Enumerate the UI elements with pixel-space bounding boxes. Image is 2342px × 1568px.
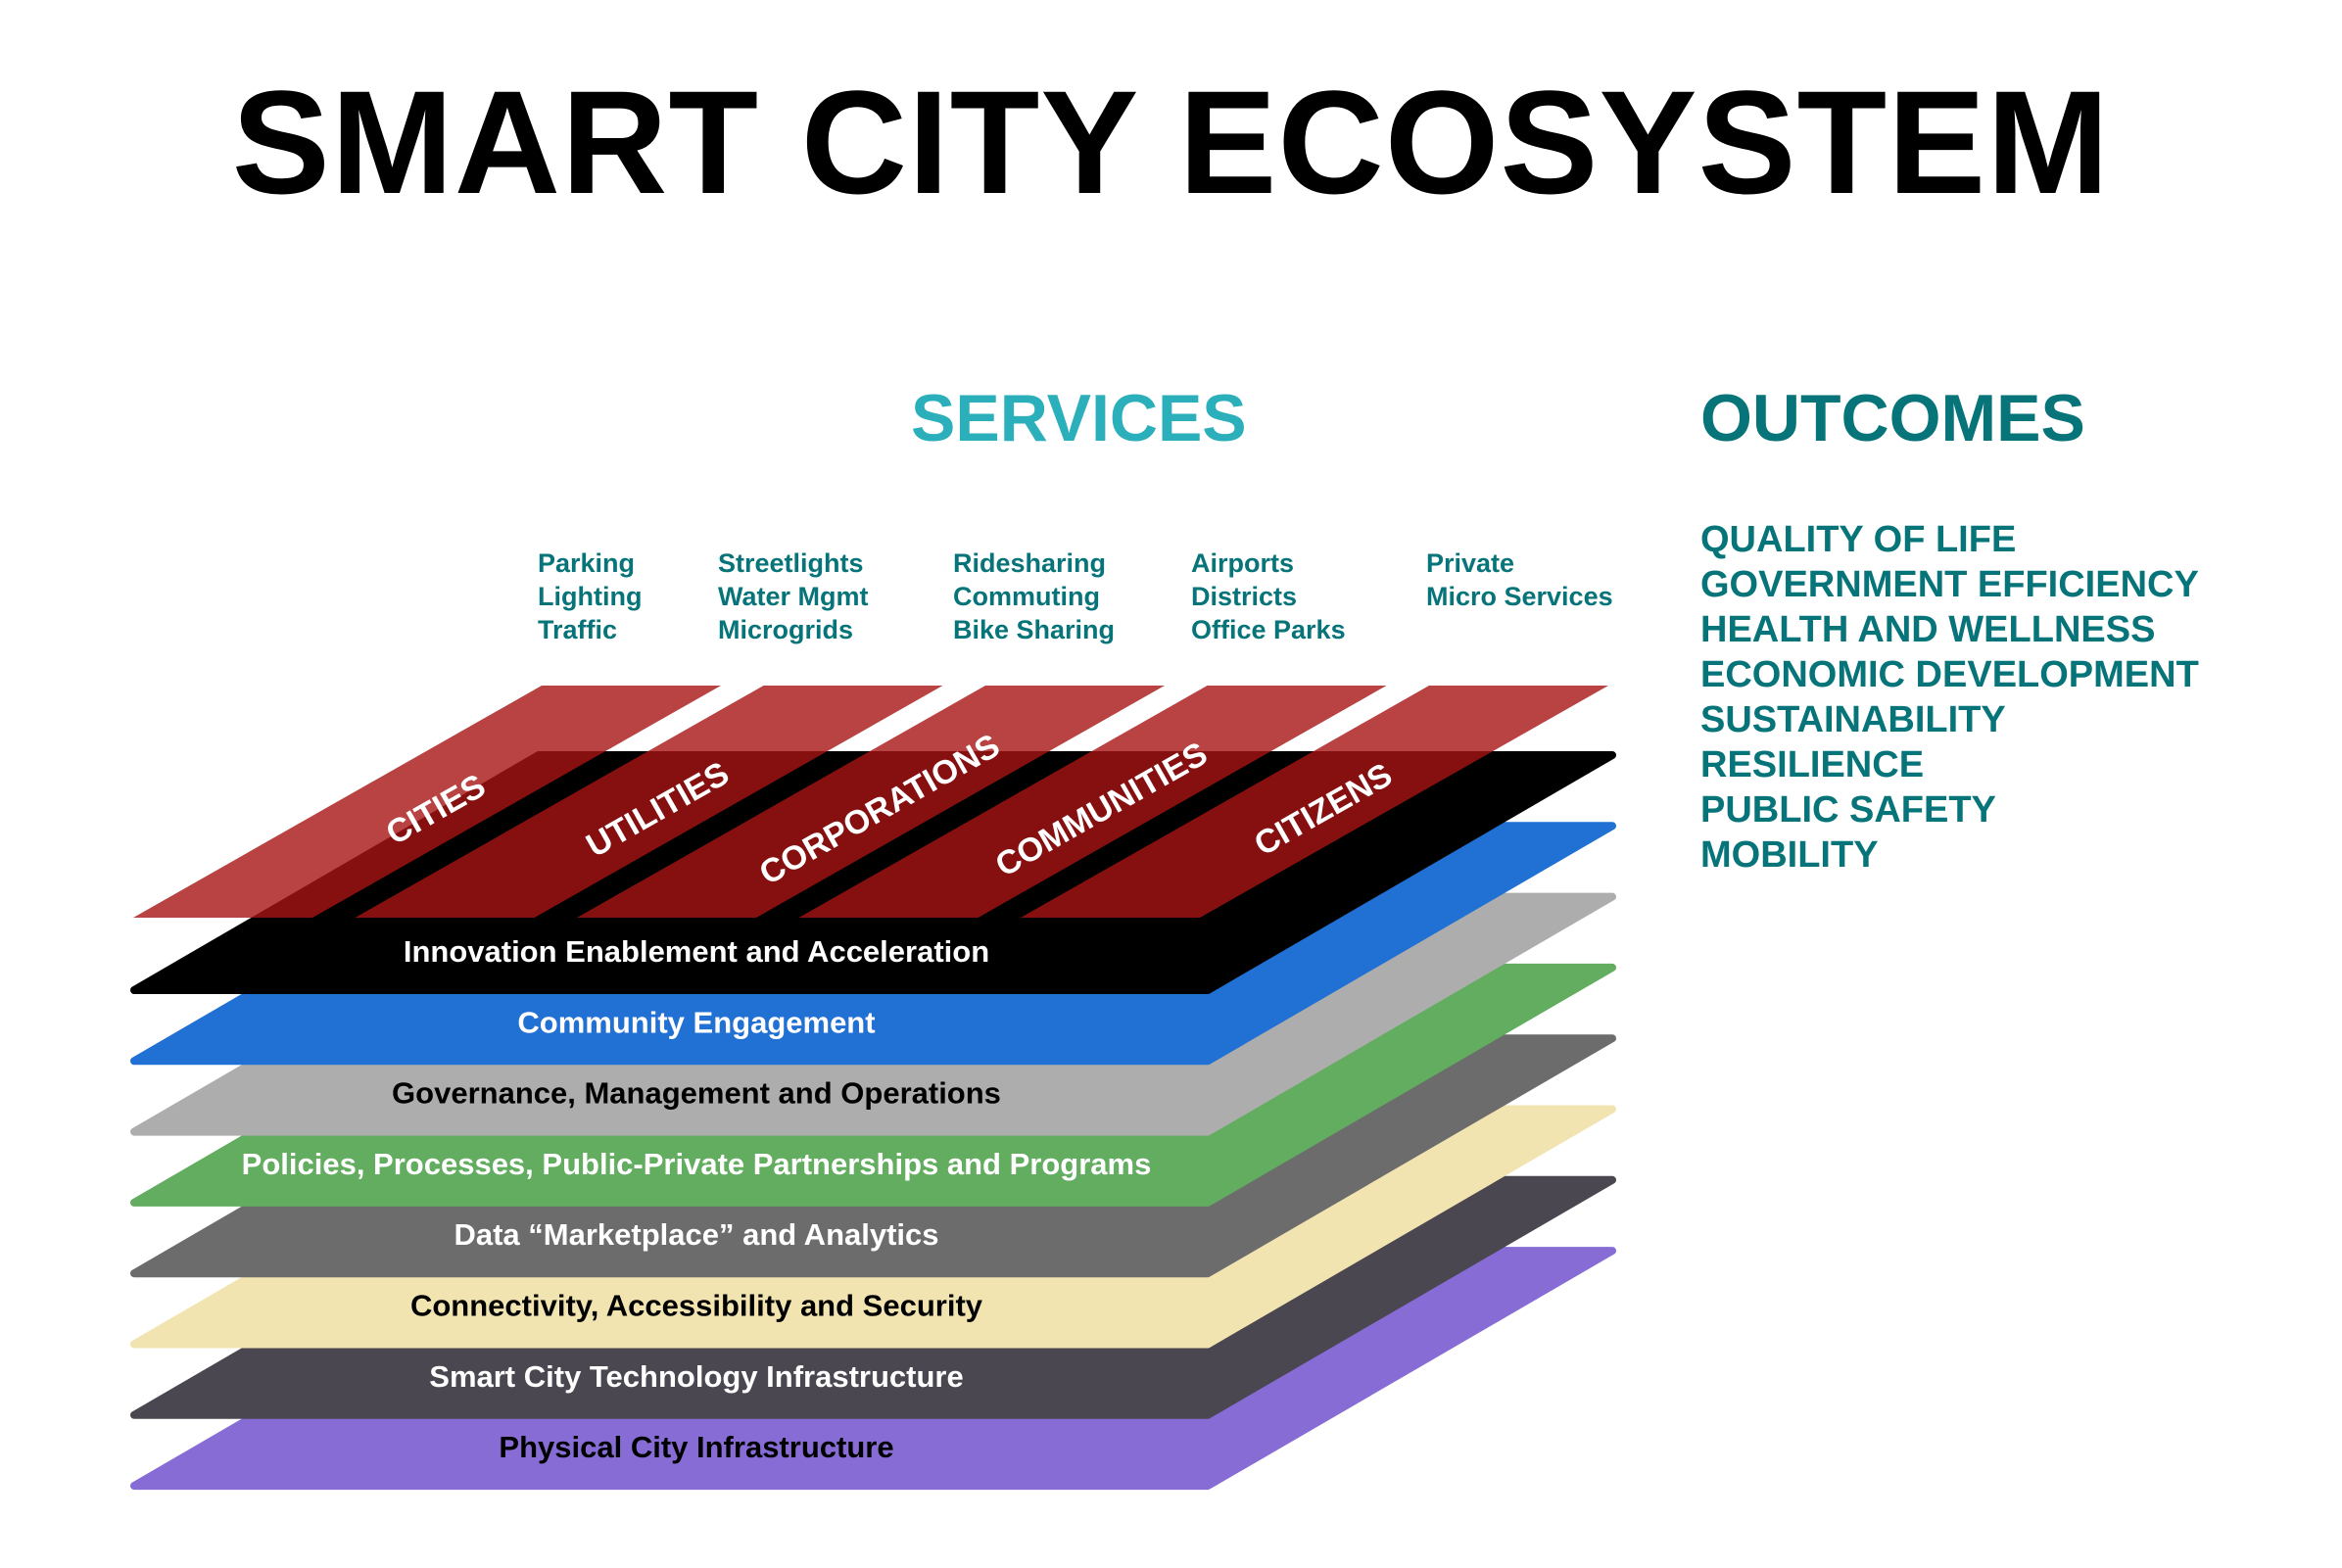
service-item: Traffic: [538, 615, 618, 644]
layer-label: Physical City Infrastructure: [499, 1430, 893, 1464]
service-item: Private: [1426, 548, 1515, 578]
outcomes-heading: OUTCOMES: [1700, 381, 2085, 455]
outcome-item: GOVERNMENT EFFICIENCY: [1700, 564, 2199, 605]
strip-shape: [355, 686, 943, 918]
service-item: Commuting: [953, 582, 1100, 611]
service-item: Streetlights: [718, 548, 864, 578]
service-item: Microgrids: [718, 615, 854, 644]
outcome-item: MOBILITY: [1700, 834, 1879, 876]
service-item: Water Mgmt: [718, 582, 869, 611]
layer-label: Smart City Technology Infrastructure: [429, 1359, 963, 1394]
outcome-item: ECONOMIC DEVELOPMENT: [1700, 654, 2199, 695]
service-item: Office Parks: [1191, 615, 1346, 644]
services-heading: SERVICES: [911, 381, 1247, 455]
layer-label: Connectivity, Accessibility and Security: [410, 1289, 983, 1323]
outcome-item: RESILIENCE: [1700, 744, 1925, 785]
layer-label: Community Engagement: [517, 1005, 875, 1039]
layer-label: Data “Marketplace” and Analytics: [454, 1217, 938, 1252]
service-item: Bike Sharing: [953, 615, 1116, 644]
service-item: Ridesharing: [953, 548, 1107, 578]
layer-label: Innovation Enablement and Acceleration: [404, 934, 989, 969]
service-item: Airports: [1191, 548, 1295, 578]
page-title: SMART CITY ECOSYSTEM: [231, 60, 2111, 224]
outcome-item: HEALTH AND WELLNESS: [1700, 609, 2156, 650]
outcome-item: SUSTAINABILITY: [1700, 699, 2006, 740]
strip-shape: [133, 686, 721, 918]
service-item: Lighting: [538, 582, 643, 611]
service-item: Parking: [538, 548, 636, 578]
strip-shape: [1021, 686, 1608, 918]
outcome-item: PUBLIC SAFETY: [1700, 789, 1996, 831]
layer-label: Policies, Processes, Public-Private Part…: [242, 1147, 1152, 1181]
strip-shape: [798, 686, 1387, 918]
service-item: Districts: [1191, 582, 1298, 611]
strip-shape: [577, 686, 1165, 918]
outcome-item: QUALITY OF LIFE: [1700, 519, 2017, 560]
service-item: Micro Services: [1426, 582, 1613, 611]
layer-label: Governance, Management and Operations: [392, 1076, 1001, 1111]
